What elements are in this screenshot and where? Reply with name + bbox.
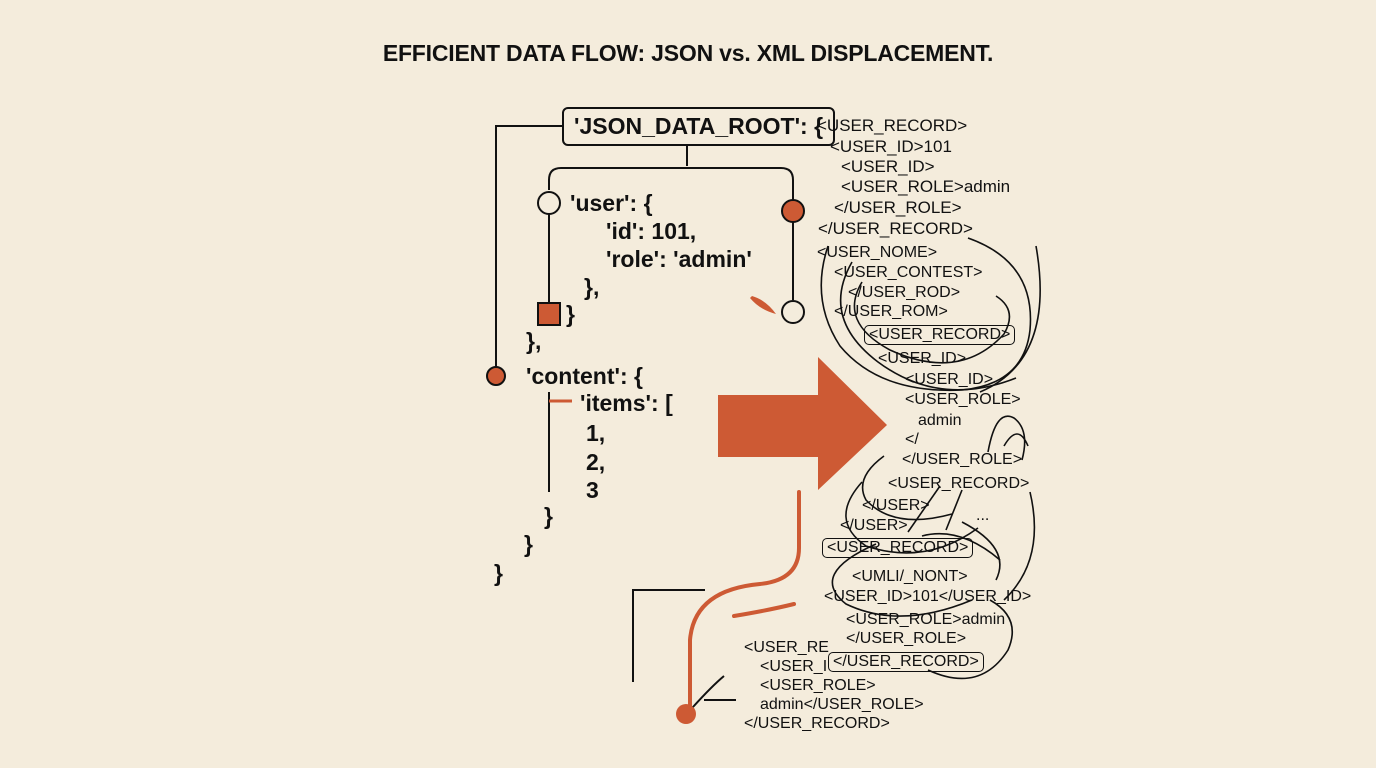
xml-loop-11 [961,521,1001,581]
xml-line: <USER_ROLE> [905,391,1021,408]
xml-loop-5 [987,415,1026,461]
xml-line: <USER_ID> [905,371,994,388]
xml-line: ... [976,507,990,524]
tree-root-connector [495,125,562,374]
xml-line-boxed: <USER_RECORD> [864,325,1016,345]
xml-fragment-line: <USER_I [760,658,828,675]
xml-loop-10 [831,543,973,617]
xml-loop-3 [853,281,1011,364]
xml-line: </USER_ROLE> [834,198,962,217]
json-line: 3 [586,477,599,503]
content-node-filled [486,366,506,386]
xml-line: </USER_ROLE> [902,451,1023,468]
xml-loop-14 [907,485,941,533]
xml-line: </USER_ROD> [848,284,961,301]
user-end-square [537,302,561,326]
xml-loop-9 [1003,491,1036,601]
xml-line: <USER_ROLE>admin [841,177,1011,196]
xml-fragment-line: admin</USER_ROLE> [760,696,924,713]
json-line: 'id': 101, [606,218,697,244]
xml-loop-6 [1003,433,1029,447]
xml-line: </USER_RECORD> [818,219,973,238]
json-line: 'role': 'admin' [606,246,752,272]
xml-loop-12 [921,532,1001,561]
xml-line: <USER_CONTEST> [834,264,983,281]
json-line: } [524,531,533,557]
xml-line: </USER> [862,497,930,514]
json-line: 2, [586,449,606,475]
leaf-shape [750,296,776,314]
json-line: 'content': { [526,363,643,389]
flow-end-tail [692,675,725,708]
json-line: } [566,301,575,327]
json-line: } [494,560,503,586]
xml-line: admin [918,412,962,429]
xml-loop-8 [845,481,979,554]
xml-line: <USER_ID>101</USER_ID> [824,588,1032,605]
xml-line: <USER_RECORD> [888,475,1030,492]
json-line: } [544,503,553,529]
xml-line: </ [905,431,919,448]
xml-line: <USER_ROLE>admin [846,611,1006,628]
xml-line-boxed: </USER_RECORD> [828,652,984,672]
json-line: 'user': { [570,190,653,216]
xml-line: <UMLI/_NONT> [852,568,968,585]
flow-end-node [676,704,696,724]
json-line: 'items': [ [580,390,673,416]
json-line: 1, [586,420,606,446]
right-node-open [781,300,805,324]
flow-curve-short [732,602,796,618]
xml-line: <USER_ID> [878,350,967,367]
bottom-left-bracket [632,589,705,682]
tree-branch-bar [548,167,794,204]
xml-line: <USER_NOME> [817,244,938,261]
json-line: }, [526,328,542,354]
xml-line: </USER_ROM> [834,303,948,320]
xml-line: <USER_RECORD> [817,116,968,135]
xml-loop-4 [979,245,1041,393]
right-node-filled [781,199,805,223]
json-root-label: 'JSON_DATA_ROOT': { [562,107,836,146]
xml-line: <USER_ID>101 [830,137,952,156]
displacement-arrow [718,357,887,490]
diagram-title: EFFICIENT DATA FLOW: JSON vs. XML DISPLA… [382,40,994,66]
xml-line-boxed: <USER_RECORD> [822,538,974,558]
xml-loop-13 [927,599,1014,680]
flow-curve-main [688,490,801,710]
user-node-open [537,191,561,215]
xml-line: </USER> [840,517,908,534]
xml-loop-7 [861,455,953,521]
xml-line: </USER_ROLE> [846,630,967,647]
xml-fragment-line: <USER_ROLE> [760,677,876,694]
xml-fragment-line: <USER_RE [744,639,829,656]
xml-loop-2 [839,261,1017,391]
json-line: }, [584,274,600,300]
xml-fragment-line: </USER_RECORD> [744,715,890,732]
xml-loop-15 [945,489,963,531]
xml-line: <USER_ID> [841,157,935,176]
